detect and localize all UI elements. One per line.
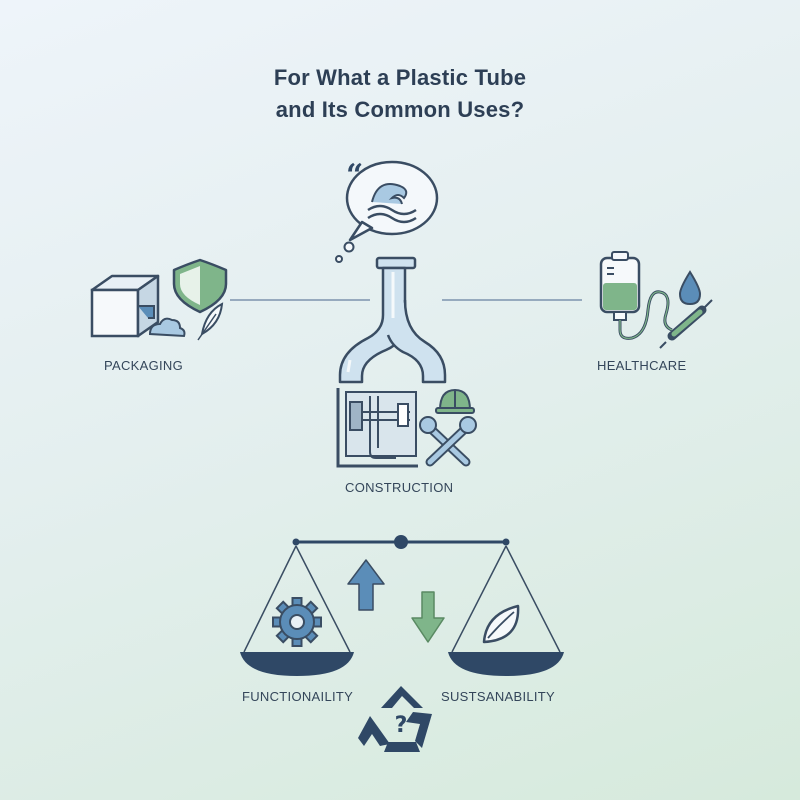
node-label-construction: CONSTRUCTION: [345, 480, 454, 495]
page-title: For What a Plastic Tube and Its Common U…: [0, 62, 800, 126]
wrench-icon: [419, 416, 477, 467]
scale-icon: [240, 535, 564, 676]
gear-icon: [272, 597, 322, 647]
title-line-1: For What a Plastic Tube: [273, 65, 527, 90]
recycle-icon: ?: [358, 686, 432, 752]
iv-bag-icon: [599, 251, 673, 340]
drop-icon: [678, 270, 702, 306]
speech-bubble-icon: “: [335, 158, 439, 263]
pipe-panel-icon: [336, 388, 418, 468]
svg-text:?: ?: [395, 713, 408, 738]
plastic-tube-icon: [338, 256, 447, 384]
box-icon: [90, 274, 160, 338]
shield-icon: [172, 258, 228, 314]
title-line-2: and Its Common Uses?: [275, 97, 525, 122]
syringe-icon: [659, 299, 713, 349]
hard-hat-icon: [435, 388, 475, 414]
node-label-sustainability: SUSTSANABILITY: [441, 689, 556, 704]
node-label-packaging: PACKAGING: [104, 358, 184, 373]
feather-icon: [197, 302, 224, 341]
arrow-down-icon: [411, 591, 445, 643]
node-label-healthcare: HEALTHCARE: [597, 358, 687, 373]
arrow-up-icon: [347, 559, 385, 611]
node-label-functionality: FUNCTIONAILITY: [242, 689, 354, 704]
cloud-icon: [148, 317, 186, 338]
leaf-icon: [482, 604, 520, 644]
svg-text:“: “: [346, 158, 363, 193]
wave-icon: [367, 183, 417, 224]
